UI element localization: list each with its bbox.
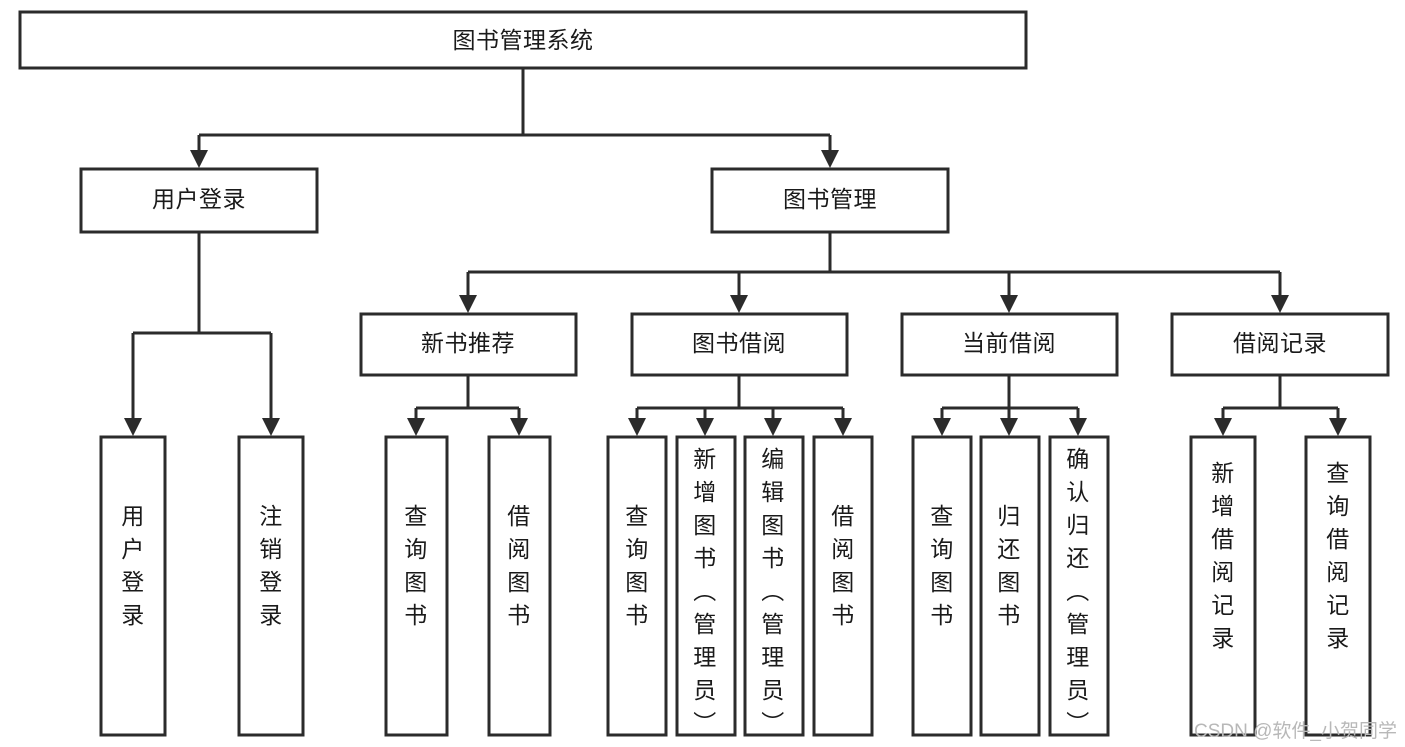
node-leaf-user-login-box[interactable] xyxy=(99,435,167,737)
arrow-new-book-recommend xyxy=(459,295,477,313)
node-leaf-borrow-book-1-box[interactable] xyxy=(487,435,552,737)
arrow-leaf-confirm-return xyxy=(1069,418,1087,436)
arrow-user-login xyxy=(190,150,208,168)
node-leaf-query-book-2-label: 查询图书 xyxy=(625,503,649,628)
node-root[interactable]: 图书管理系统 xyxy=(18,10,1028,70)
node-leaf-add-record[interactable]: 新增借阅记录 xyxy=(1189,435,1257,737)
node-leaf-user-login[interactable]: 用户登录 xyxy=(99,435,167,737)
node-leaf-add-record-box[interactable] xyxy=(1189,435,1257,737)
node-root-label: 图书管理系统 xyxy=(453,27,594,53)
node-user-login-box[interactable] xyxy=(79,167,319,234)
node-leaf-return-book[interactable]: 归还图书 xyxy=(979,435,1041,737)
node-leaf-edit-book[interactable]: 编辑图书︵管理员︶ xyxy=(743,435,805,737)
node-leaf-user-login-label: 用户登录 xyxy=(121,503,145,628)
node-leaf-add-book[interactable]: 新增图书︵管理员︶ xyxy=(675,435,737,737)
node-book-management-box[interactable] xyxy=(710,167,950,234)
node-book-borrow-label: 图书借阅 xyxy=(692,330,786,356)
node-leaf-query-record-box[interactable] xyxy=(1304,435,1372,737)
node-user-login[interactable]: 用户登录 xyxy=(79,167,319,234)
node-leaf-edit-book-box[interactable] xyxy=(743,435,805,737)
node-leaf-confirm-return-box[interactable] xyxy=(1048,435,1110,737)
arrow-leaf-add-book xyxy=(696,418,714,436)
arrow-leaf-add-record xyxy=(1214,418,1232,436)
arrow-leaf-borrow-book-1 xyxy=(510,418,528,436)
connector-layer xyxy=(124,68,1347,436)
arrow-leaf-borrow-book-2 xyxy=(834,418,852,436)
csdn-watermark: CSDN @软件_小贺同学 xyxy=(1194,721,1397,742)
arrow-leaf-query-record xyxy=(1329,418,1347,436)
node-leaf-confirm-return-label: 确认归还︵管理员︶ xyxy=(1066,446,1090,736)
node-leaf-borrow-book-1-label: 借阅图书 xyxy=(507,503,531,628)
node-current-borrow-label: 当前借阅 xyxy=(962,330,1056,356)
node-book-management[interactable]: 图书管理 xyxy=(710,167,950,234)
node-leaf-query-book-1-label: 查询图书 xyxy=(404,503,428,628)
node-user-login-label: 用户登录 xyxy=(152,186,246,212)
arrow-book-management xyxy=(821,150,839,168)
node-leaf-query-book-1-box[interactable] xyxy=(384,435,449,737)
node-leaf-logout-login[interactable]: 注销登录 xyxy=(237,435,305,737)
node-leaf-add-record-label: 新增借阅记录 xyxy=(1211,460,1235,651)
node-borrow-record-label: 借阅记录 xyxy=(1233,330,1327,356)
node-leaf-logout-login-box[interactable] xyxy=(237,435,305,737)
arrow-borrow-record xyxy=(1271,295,1289,313)
node-leaf-borrow-book-2-box[interactable] xyxy=(812,435,874,737)
node-leaf-logout-login-label: 注销登录 xyxy=(259,503,283,628)
arrow-leaf-query-book-2 xyxy=(628,418,646,436)
node-leaf-return-book-box[interactable] xyxy=(979,435,1041,737)
node-leaf-edit-book-label: 编辑图书︵管理员︶ xyxy=(761,446,785,736)
arrow-leaf-logout-login xyxy=(262,418,280,436)
node-book-management-label: 图书管理 xyxy=(783,186,877,212)
node-leaf-add-book-label: 新增图书︵管理员︶ xyxy=(693,446,717,736)
arrow-leaf-edit-book xyxy=(764,418,782,436)
node-new-book-recommend-label: 新书推荐 xyxy=(421,330,515,356)
node-current-borrow-box[interactable] xyxy=(900,312,1119,377)
node-new-book-recommend[interactable]: 新书推荐 xyxy=(359,312,578,377)
node-leaf-query-book-3-box[interactable] xyxy=(911,435,973,737)
node-leaf-query-book-2[interactable]: 查询图书 xyxy=(606,435,668,737)
node-leaf-add-book-box[interactable] xyxy=(675,435,737,737)
node-leaf-query-book-1[interactable]: 查询图书 xyxy=(384,435,449,737)
arrow-leaf-query-book-1 xyxy=(407,418,425,436)
arrow-leaf-return-book xyxy=(1000,418,1018,436)
node-leaf-query-book-3[interactable]: 查询图书 xyxy=(911,435,973,737)
arrow-leaf-user-login xyxy=(124,418,142,436)
node-book-borrow[interactable]: 图书借阅 xyxy=(630,312,849,377)
node-leaf-confirm-return[interactable]: 确认归还︵管理员︶ xyxy=(1048,435,1110,737)
node-leaf-query-book-3-label: 查询图书 xyxy=(930,503,954,628)
node-leaf-query-record[interactable]: 查询借阅记录 xyxy=(1304,435,1372,737)
node-borrow-record-box[interactable] xyxy=(1170,312,1390,377)
node-leaf-query-book-2-box[interactable] xyxy=(606,435,668,737)
arrow-leaf-query-book-3 xyxy=(933,418,951,436)
arrow-current-borrow xyxy=(1000,295,1018,313)
node-new-book-recommend-box[interactable] xyxy=(359,312,578,377)
node-leaf-query-record-label: 查询借阅记录 xyxy=(1326,460,1350,651)
arrow-book-borrow xyxy=(730,295,748,313)
node-root-box[interactable] xyxy=(18,10,1028,70)
node-borrow-record[interactable]: 借阅记录 xyxy=(1170,312,1390,377)
node-book-borrow-box[interactable] xyxy=(630,312,849,377)
node-leaf-borrow-book-2-label: 借阅图书 xyxy=(831,503,855,628)
node-leaf-return-book-label: 归还图书 xyxy=(997,503,1021,628)
node-leaf-borrow-book-2[interactable]: 借阅图书 xyxy=(812,435,874,737)
node-leaf-borrow-book-1[interactable]: 借阅图书 xyxy=(487,435,552,737)
node-current-borrow[interactable]: 当前借阅 xyxy=(900,312,1119,377)
